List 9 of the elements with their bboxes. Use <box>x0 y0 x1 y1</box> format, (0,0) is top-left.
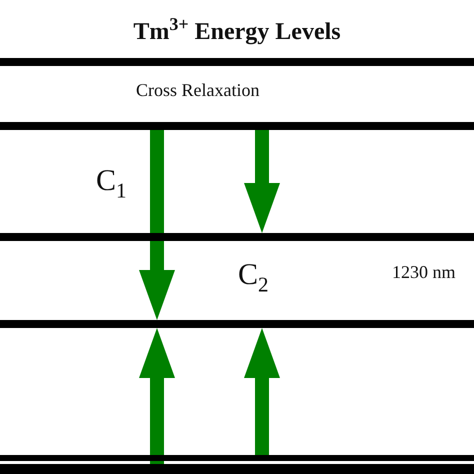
arrow <box>244 130 280 233</box>
arrow <box>139 130 175 320</box>
arrow <box>139 328 175 464</box>
title: Tm$^{3+}$ Energy Levels <box>132 14 342 46</box>
process-label: Cross Relaxation <box>136 80 260 101</box>
level-label: 1230 nm <box>392 262 456 283</box>
arrow <box>244 328 280 455</box>
level-label: C$_{2}$ <box>238 258 269 298</box>
level-label: C$_{1}$ <box>96 164 127 204</box>
